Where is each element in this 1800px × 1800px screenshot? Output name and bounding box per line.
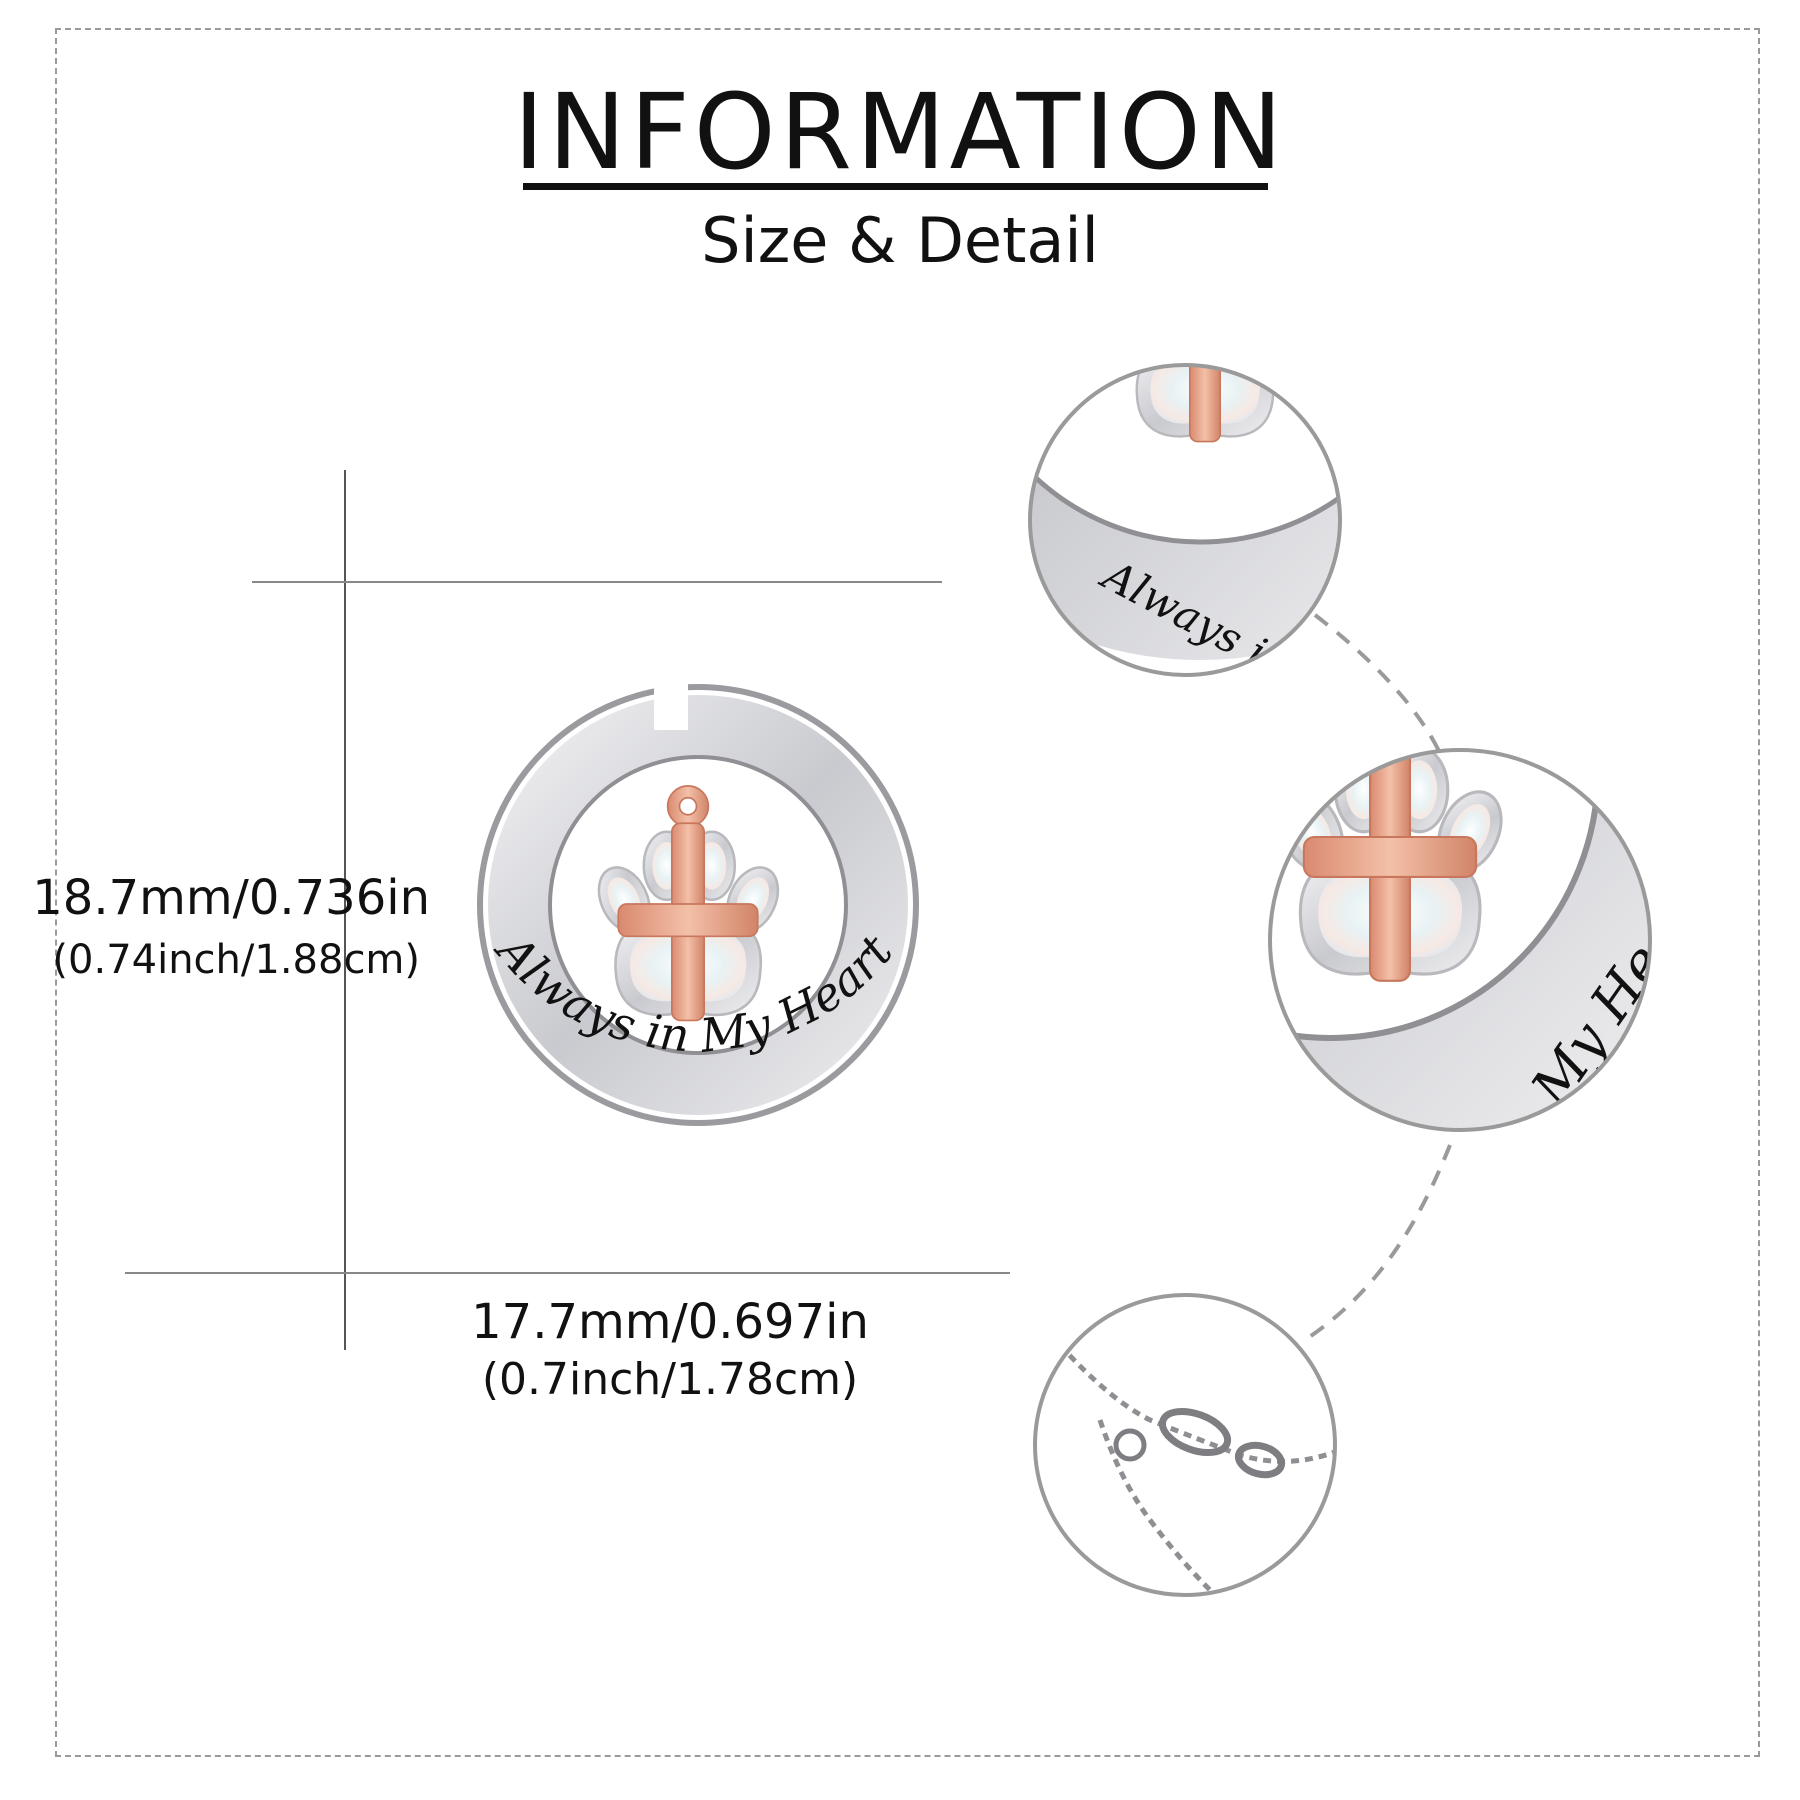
height-measurement: 18.7mm/0.736in — [32, 870, 430, 926]
zoom-circle-3-border — [1033, 1293, 1337, 1597]
width-measurement: 17.7mm/0.697in — [471, 1294, 869, 1350]
main-pendant: Always in My Heart — [477, 670, 919, 1126]
connector-line-bottom — [1303, 1144, 1452, 1342]
dashed-border-frame — [55, 28, 1760, 1757]
zoom-circle-2-border — [1268, 748, 1652, 1132]
zoom-circle-1-border — [1028, 363, 1342, 677]
title-underline — [523, 183, 1268, 190]
zoom-circle-clasp — [1035, 1295, 1335, 1595]
page-title: INFORMATION — [513, 71, 1287, 193]
width-measurement-alt: (0.7inch/1.78cm) — [481, 1354, 859, 1405]
zoom-circle-engraving: Always in My — [1030, 365, 1340, 675]
page-subtitle: Size & Detail — [701, 204, 1099, 277]
height-measurement-alt: (0.74inch/1.88cm) — [52, 937, 420, 983]
